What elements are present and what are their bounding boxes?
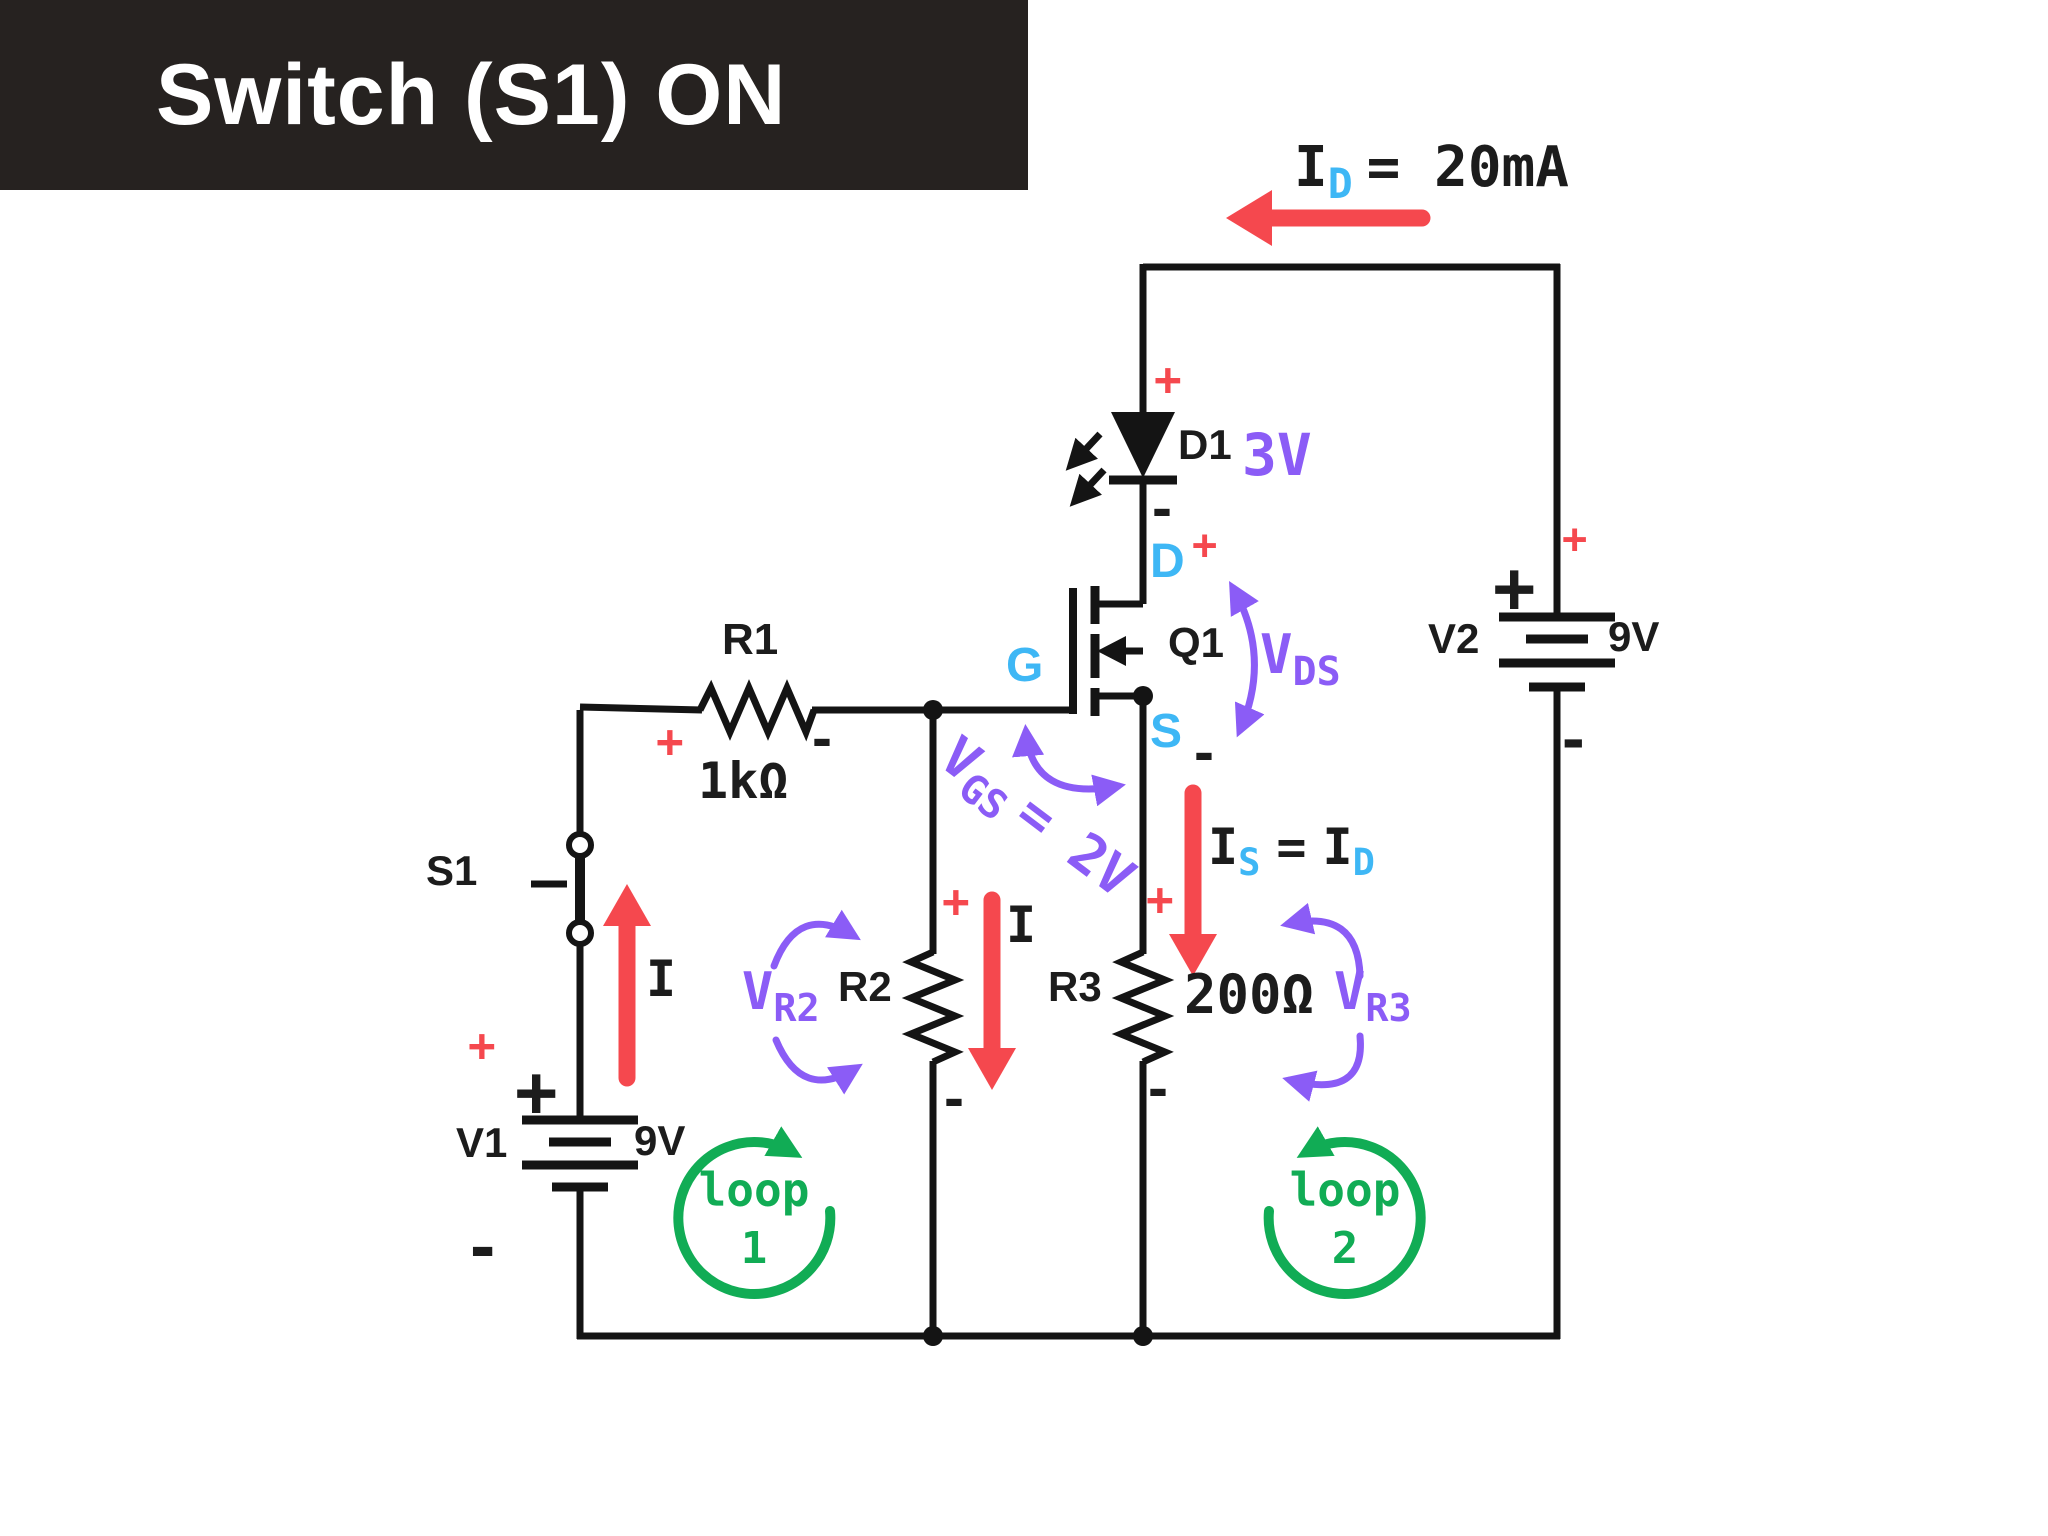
vds-base: V xyxy=(1260,623,1293,686)
vr3-base: V xyxy=(1334,962,1366,1022)
d1-voltage: 3V xyxy=(1242,421,1312,489)
mosfet-body-arrow xyxy=(1097,636,1126,666)
wire-left-to-r1 xyxy=(579,703,703,714)
id2-base: I xyxy=(1322,818,1353,876)
is-sub: S xyxy=(1238,841,1261,885)
r2-plus-sign: + xyxy=(942,874,970,928)
switch-terminal-bottom xyxy=(566,919,594,947)
v1-label: V1 xyxy=(456,1119,508,1166)
switch-s1-symbol[interactable] xyxy=(531,831,594,947)
resistor-r1-symbol xyxy=(696,679,818,742)
junction-r2-bottom xyxy=(923,1326,943,1346)
drain-plus-sign: + xyxy=(1192,520,1218,569)
d1-minus-sign: - xyxy=(1152,474,1172,541)
r2-current-arrow-head-down xyxy=(968,1048,1016,1090)
loop2-circle-arrow xyxy=(1263,1126,1426,1299)
wires xyxy=(576,263,1561,1340)
loop1-label: loop 1 xyxy=(654,1150,854,1286)
source-terminal-label: S xyxy=(1150,705,1183,758)
led-d1-symbol xyxy=(1065,412,1177,507)
v2-plus-sign-red: + xyxy=(1562,514,1588,563)
id2-sub: D xyxy=(1352,841,1375,885)
v1-value: 9V xyxy=(634,1117,686,1164)
page-title: Switch (S1) ON xyxy=(156,46,787,143)
vr2-arc-upper xyxy=(770,909,861,970)
r2-current-label: I xyxy=(1006,896,1037,954)
vr2-label: VR2 xyxy=(742,966,820,1027)
id-sub: D xyxy=(1327,160,1353,209)
loop1-circle-arrow xyxy=(673,1126,836,1299)
id-base: I xyxy=(1294,135,1328,200)
junction-dots xyxy=(923,686,1153,1346)
battery-v1-symbol xyxy=(522,1115,638,1192)
drain-terminal-label: D xyxy=(1150,535,1185,588)
v2-minus-sign: - xyxy=(1562,700,1585,776)
loop-arrows xyxy=(673,1126,1426,1299)
r3-label: R3 xyxy=(1048,963,1102,1010)
resistors xyxy=(696,679,1175,1066)
led-light-arrow-2 xyxy=(1069,467,1107,507)
source-minus-sign: - xyxy=(1194,718,1214,785)
vr2-sub: R2 xyxy=(773,985,820,1031)
title-banner: Switch (S1) ON xyxy=(0,0,1028,190)
resistor-r2-symbol xyxy=(901,948,965,1066)
v2-label: V2 xyxy=(1428,615,1480,662)
equals-sign: = xyxy=(1276,818,1307,876)
vds-arc xyxy=(1229,580,1265,738)
id-current-label: ID= 20mA xyxy=(1294,140,1569,206)
r1-label: R1 xyxy=(722,615,779,664)
r2-minus-sign: - xyxy=(944,1064,964,1131)
led-triangle xyxy=(1111,412,1175,478)
vds-label: VDS xyxy=(1260,628,1341,692)
junction-gate-node xyxy=(923,700,943,720)
loop1-number: 1 xyxy=(740,1222,768,1274)
r3-plus-sign: + xyxy=(1146,872,1174,926)
is-equals-id-label: IS=ID xyxy=(1208,822,1375,881)
is-base: I xyxy=(1208,818,1239,876)
id-arrow-head-left xyxy=(1226,190,1272,246)
vgs-arc xyxy=(1012,723,1126,807)
r2-label: R2 xyxy=(838,963,892,1010)
vds-sub: DS xyxy=(1292,648,1341,695)
q1-label: Q1 xyxy=(1168,619,1225,666)
r1-value: 1kΩ xyxy=(698,752,789,810)
loop2-word: loop xyxy=(1289,1162,1401,1217)
v2-plus-sign: + xyxy=(1492,547,1537,632)
v1-plus-sign: + xyxy=(514,1051,559,1136)
vr3-label: VR3 xyxy=(1334,966,1412,1027)
r1-plus-sign: + xyxy=(656,714,684,768)
v1-minus-sign: - xyxy=(470,1203,496,1288)
switch-terminal-top xyxy=(566,831,594,859)
s1-label: S1 xyxy=(426,847,478,894)
vr3-arc-upper xyxy=(1280,902,1364,980)
battery-v2-symbol xyxy=(1499,612,1615,692)
junction-r3-bottom xyxy=(1133,1326,1153,1346)
d1-label: D1 xyxy=(1178,421,1232,468)
loop1-word: loop xyxy=(698,1162,810,1217)
vr3-arc-lower xyxy=(1282,1032,1364,1102)
loop1-current-arrow-head-up xyxy=(603,884,651,926)
led-light-arrow-1 xyxy=(1065,431,1103,471)
resistor-r3-symbol xyxy=(1111,948,1175,1066)
r3-value: 200Ω xyxy=(1184,963,1315,1026)
v1-branch-plus-sign: + xyxy=(468,1018,496,1072)
v2-value: 9V xyxy=(1608,613,1660,660)
id-value: = 20mA xyxy=(1366,135,1569,200)
d1-plus-sign: + xyxy=(1154,352,1182,406)
loop2-number: 2 xyxy=(1331,1222,1359,1274)
vr2-base: V xyxy=(742,962,774,1022)
vr3-sub: R3 xyxy=(1365,985,1412,1031)
mosfet-q1-symbol xyxy=(1069,586,1143,716)
current-arrows xyxy=(603,190,1431,1090)
r1-minus-sign: - xyxy=(812,704,832,771)
loop1-current-label: I xyxy=(646,950,677,1008)
voltage-arcs xyxy=(770,580,1364,1102)
is-current-arrow-head-down xyxy=(1169,934,1217,976)
r3-minus-sign: - xyxy=(1148,1054,1168,1121)
gate-terminal-label: G xyxy=(1006,639,1044,692)
loop2-label: loop 2 xyxy=(1245,1150,1445,1286)
junction-source-node xyxy=(1133,686,1153,706)
vr2-arc-lower xyxy=(772,1036,863,1095)
